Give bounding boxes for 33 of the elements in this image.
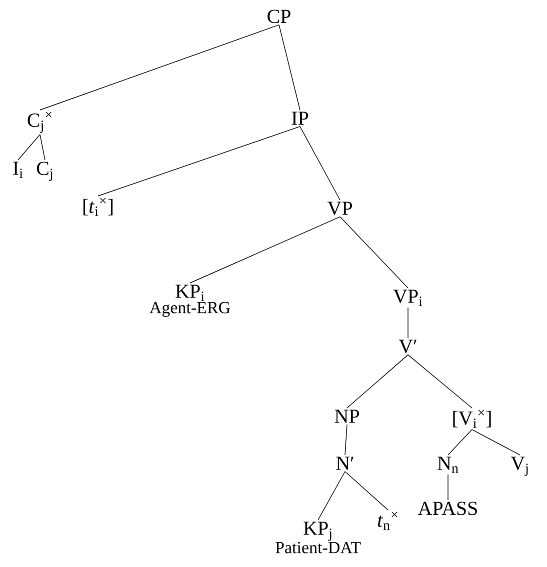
tree-node-label: t$_{n}$× xyxy=(378,512,398,530)
tree-node-label: N′ xyxy=(336,456,354,470)
tree-branch xyxy=(40,24,280,110)
tree-node-label: VP xyxy=(327,202,352,216)
tree-branch xyxy=(472,429,520,456)
tree-node-label: [t$_{i}$$^{×}$] xyxy=(83,198,113,216)
tree-branch xyxy=(340,216,408,288)
tree-node-label: V′ xyxy=(398,340,416,354)
tree-node-label: V$_{j}$ xyxy=(510,456,528,476)
tree-node-label: N$_{n}$ xyxy=(438,456,458,473)
tree-node-label: VP$_{i}$ xyxy=(393,290,422,306)
tree-node-label: [V$_{i}$$^{×}$] xyxy=(453,410,491,428)
tree-node-label: C$_{j}$× xyxy=(28,112,52,133)
tree-node-label: C$_{j}$ xyxy=(36,162,52,182)
tree-branch xyxy=(346,354,408,408)
tree-node-label: KP$_{i}$ Agent-ERG xyxy=(150,284,230,317)
tree-node-label: KP$_{j}$ Patient-DAT xyxy=(276,522,361,554)
tree-branch xyxy=(98,126,300,196)
tree-branch xyxy=(18,134,40,160)
tree-branch xyxy=(448,429,472,456)
tree-branch xyxy=(408,354,472,408)
tree-branch xyxy=(300,126,340,200)
tree-node-label: APASS xyxy=(418,502,477,516)
tree-branch xyxy=(344,471,388,510)
tree-branch xyxy=(318,471,346,520)
tree-branch xyxy=(40,134,46,160)
tree-branch xyxy=(278,24,300,110)
tree-branch xyxy=(344,424,348,456)
tree-node-label: NP xyxy=(334,410,359,423)
tree-node-label: IP xyxy=(292,112,308,125)
tree-node-label: CP xyxy=(268,10,290,24)
tree-branch xyxy=(190,216,340,284)
tree-node-label: I$_{i}$ xyxy=(13,162,23,178)
